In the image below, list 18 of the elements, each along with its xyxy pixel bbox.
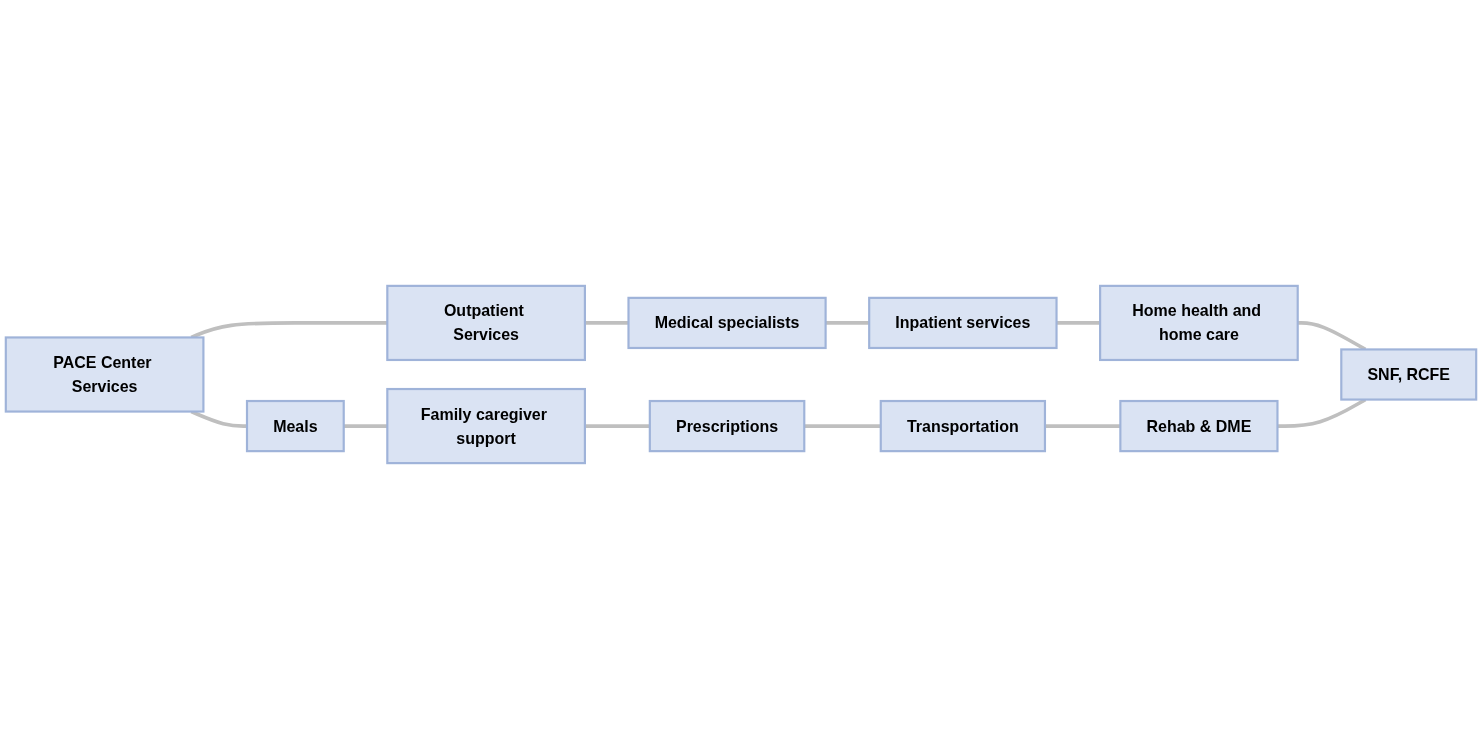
- node-box: Home health and home care: [1099, 284, 1299, 362]
- node-box: Meals: [245, 399, 345, 453]
- connector: [1044, 424, 1121, 428]
- node-box: Medical specialists: [627, 296, 827, 350]
- node-box: SNF, RCFE: [1340, 348, 1478, 401]
- node-box: Transportation: [879, 399, 1047, 453]
- connector: [1056, 321, 1101, 325]
- node-box: Outpatient Services: [386, 284, 586, 362]
- node-box: Rehab & DME: [1119, 399, 1279, 453]
- connector: [825, 321, 870, 325]
- node-box: PACE Center Services: [4, 336, 205, 413]
- connector: [804, 424, 881, 428]
- node-box: Inpatient services: [868, 296, 1058, 350]
- node-box: Family caregiver support: [386, 387, 586, 465]
- connector: [584, 424, 650, 428]
- connector: [343, 424, 388, 428]
- connector: [584, 321, 629, 325]
- node-box: Prescriptions: [648, 399, 806, 453]
